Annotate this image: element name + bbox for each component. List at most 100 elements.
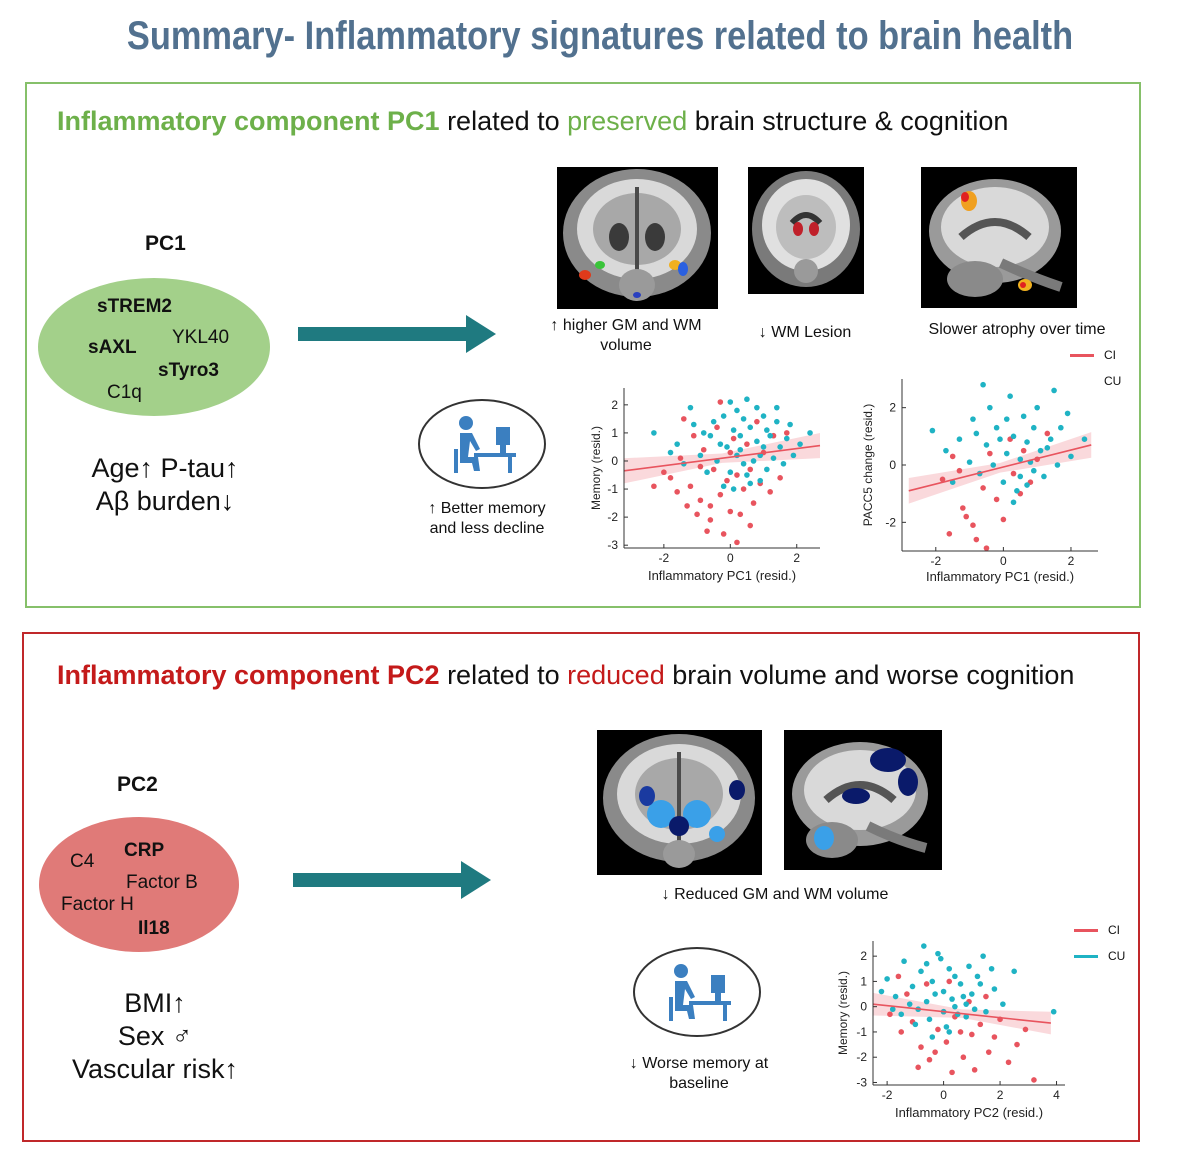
data-point-cu <box>1017 473 1024 480</box>
data-point-ci <box>1022 1026 1029 1033</box>
data-point-cu <box>966 459 973 465</box>
data-point-cu <box>923 998 930 1005</box>
data-point-cu <box>740 460 747 467</box>
data-point-cu <box>747 480 754 487</box>
data-point-ci <box>898 1029 905 1035</box>
data-point-ci <box>1020 447 1027 454</box>
page-title: Summary- Inflammatory signatures related… <box>126 14 1074 58</box>
pc1-heading-key: preserved <box>567 106 688 136</box>
y-axis-label: Memory (resid.) <box>589 426 603 510</box>
data-point-cu <box>977 981 984 987</box>
data-point-cu <box>724 444 730 450</box>
data-point-ci <box>747 522 754 529</box>
data-point-ci <box>667 475 674 481</box>
pc2-marker: Factor H <box>61 894 134 915</box>
data-point-cu <box>774 404 780 411</box>
data-point-cu <box>974 973 981 980</box>
x-tick-label: 4 <box>1053 1088 1060 1102</box>
data-point-cu <box>926 1016 933 1023</box>
data-point-ci <box>737 511 744 518</box>
data-point-cu <box>966 963 972 970</box>
data-point-cu <box>952 1003 958 1010</box>
data-point-ci <box>707 503 714 509</box>
pc1-risk-factors: Age↑ P-tau↑ Aβ burden↓ <box>40 452 290 518</box>
data-point-ci <box>727 508 734 515</box>
y-tick-label: -3 <box>856 1075 867 1089</box>
data-point-cu <box>783 435 790 442</box>
data-point-cu <box>932 991 938 997</box>
x-tick-label: 2 <box>997 1088 1004 1102</box>
data-point-ci <box>783 430 790 436</box>
legend-cu-swatch <box>1074 954 1098 958</box>
data-point-cu <box>970 416 976 422</box>
data-point-ci <box>963 513 970 520</box>
data-point-cu <box>1037 447 1044 454</box>
x-axis-label: Inflammatory PC1 (resid.) <box>926 569 1074 584</box>
data-point-ci <box>904 991 910 997</box>
data-point-cu <box>940 988 947 995</box>
y-axis-label: PACC5 change (resid.) <box>861 404 875 527</box>
y-axis-label: Memory (resid.) <box>836 971 850 1055</box>
data-point-cu <box>797 441 803 447</box>
data-point-cu <box>909 983 916 990</box>
y-tick-label: 0 <box>611 454 618 468</box>
data-point-cu <box>1020 413 1027 420</box>
data-point-cu <box>744 472 750 478</box>
legend-cu-label: CU <box>1104 374 1122 388</box>
data-point-cu <box>1017 456 1024 463</box>
pc1-panel <box>25 82 1141 608</box>
x-axis-label: Inflammatory PC2 (resid.) <box>895 1105 1043 1120</box>
data-point-cu <box>980 381 986 388</box>
data-point-cu <box>898 1011 905 1018</box>
data-point-cu <box>727 469 734 476</box>
data-point-cu <box>943 447 949 454</box>
x-tick-label: 0 <box>940 1088 947 1102</box>
memory-test-person-icon <box>418 399 546 489</box>
data-point-cu <box>747 424 754 431</box>
pc2-risk-line: BMI↑ <box>124 988 186 1018</box>
pc2-heading-tail: brain volume and worse cognition <box>664 660 1075 690</box>
data-point-ci <box>697 497 704 504</box>
data-point-ci <box>734 539 740 546</box>
data-point-ci <box>1010 470 1017 477</box>
data-point-ci <box>717 399 724 405</box>
data-point-cu <box>946 965 953 972</box>
data-point-cu <box>790 452 797 459</box>
data-point-ci <box>661 469 667 476</box>
data-point-ci <box>750 500 757 506</box>
data-point-ci <box>724 477 730 484</box>
data-point-cu <box>1003 416 1010 422</box>
pc1-risk-line: Age↑ P-tau↑ <box>91 453 239 483</box>
data-point-ci <box>1005 1059 1012 1066</box>
data-point-cu <box>993 424 1000 431</box>
data-point-cu <box>1007 393 1013 399</box>
y-tick-label: 1 <box>611 426 618 440</box>
data-point-ci <box>1000 516 1007 523</box>
data-point-cu <box>727 399 734 405</box>
data-point-cu <box>1003 450 1010 457</box>
data-point-ci <box>677 455 684 461</box>
data-point-ci <box>687 483 694 490</box>
data-point-cu <box>737 446 744 453</box>
data-point-cu <box>949 996 955 1002</box>
legend-ci-swatch <box>1070 353 1094 357</box>
data-point-cu <box>1064 410 1071 417</box>
data-point-ci <box>971 1067 978 1073</box>
data-point-cu <box>687 404 694 411</box>
data-point-ci <box>983 993 989 1000</box>
data-point-ci <box>918 1044 924 1050</box>
data-point-ci <box>993 496 1000 503</box>
legend-ci-swatch <box>1074 928 1098 932</box>
data-point-cu <box>717 441 724 447</box>
x-tick-label: 0 <box>727 551 734 565</box>
data-point-cu <box>889 1006 896 1013</box>
data-point-ci <box>985 1049 992 1055</box>
data-point-ci <box>714 424 720 431</box>
pc2-label: PC2 <box>117 773 158 796</box>
data-point-cu <box>700 430 707 436</box>
data-point-ci <box>700 446 707 453</box>
data-point-cu <box>1010 499 1017 506</box>
data-point-ci <box>747 466 754 473</box>
